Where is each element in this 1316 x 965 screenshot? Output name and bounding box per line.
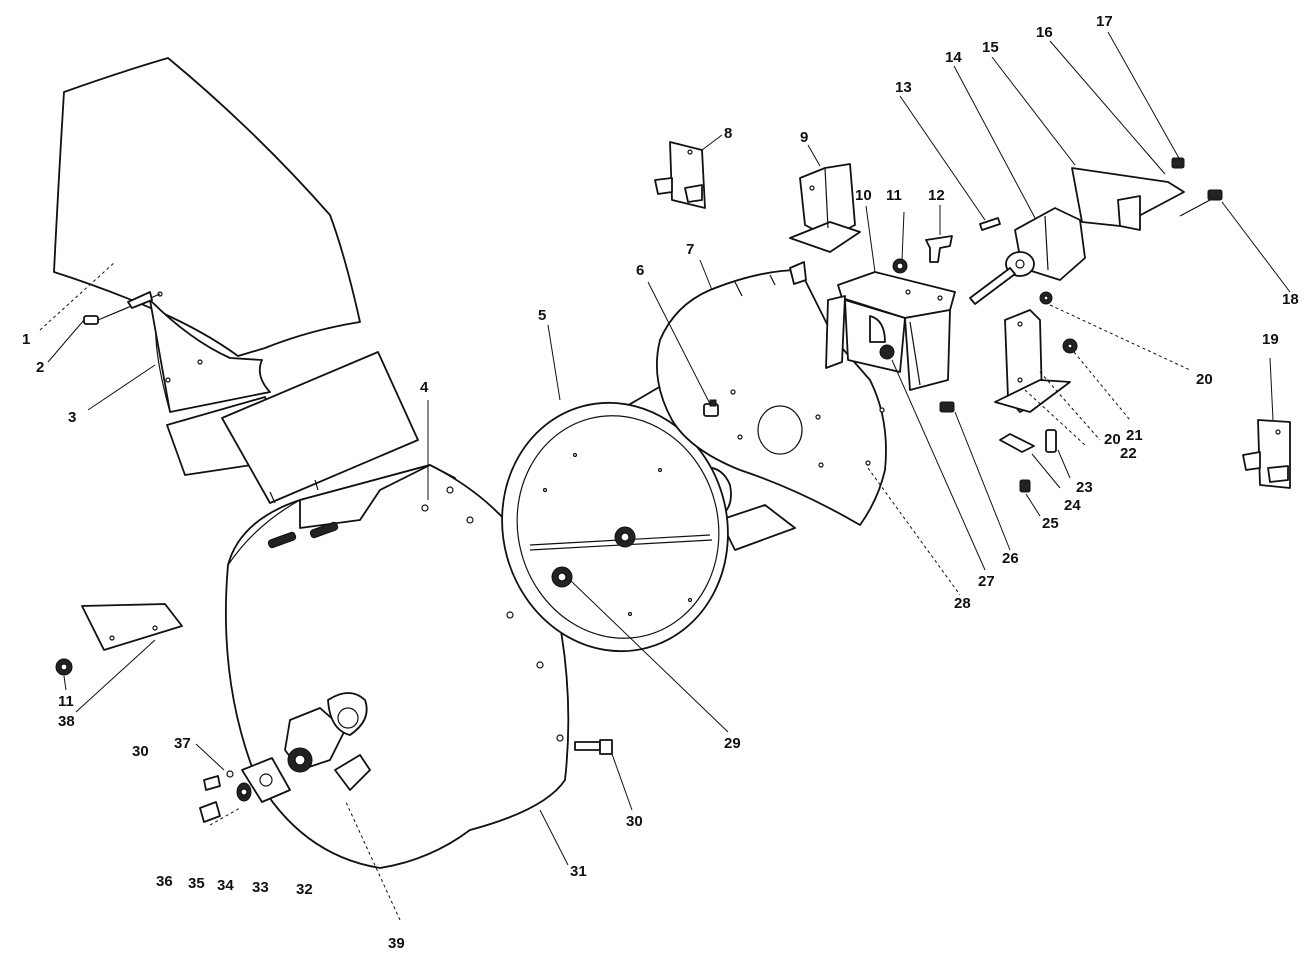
bracket-38 xyxy=(81,603,183,651)
callout-29: 29 xyxy=(724,735,741,752)
leader-lines xyxy=(39,31,1291,921)
nut-11-left xyxy=(55,658,73,676)
callout-17: 17 xyxy=(1096,13,1113,30)
callout-30-right: 30 xyxy=(626,813,643,830)
callout-27: 27 xyxy=(978,573,995,590)
callout-12: 12 xyxy=(928,187,945,204)
callout-24: 24 xyxy=(1064,497,1081,514)
callout-22: 22 xyxy=(1120,445,1137,462)
nut-21 xyxy=(1062,338,1078,354)
callout-37: 37 xyxy=(174,735,191,752)
callout-9: 9 xyxy=(800,129,808,146)
plate-24 xyxy=(999,433,1035,453)
callout-36: 36 xyxy=(156,873,173,890)
callout-labels: 1 2 3 4 5 6 7 8 9 10 11 11 12 13 14 15 1… xyxy=(22,13,1299,952)
pin-13 xyxy=(979,217,1001,231)
discharge-chute xyxy=(53,57,361,413)
callout-14: 14 xyxy=(945,49,962,66)
callout-23: 23 xyxy=(1076,479,1093,496)
screw-18 xyxy=(1179,189,1223,217)
callout-32: 32 xyxy=(296,881,313,898)
callout-19: 19 xyxy=(1262,331,1279,348)
callout-10: 10 xyxy=(855,187,872,204)
callout-1: 1 xyxy=(22,331,30,348)
bracket-22 xyxy=(994,309,1071,413)
callout-15: 15 xyxy=(982,39,999,56)
bracket-8 xyxy=(654,141,706,209)
knob-12 xyxy=(925,235,953,263)
bolt-30 xyxy=(574,739,613,755)
impeller-wheel xyxy=(501,371,796,653)
callout-39: 39 xyxy=(388,935,405,952)
bracket-9 xyxy=(789,163,861,253)
callout-25: 25 xyxy=(1042,515,1059,532)
callout-16: 16 xyxy=(1036,24,1053,41)
motor-bracket-15 xyxy=(1071,167,1185,231)
callout-21: 21 xyxy=(1126,427,1143,444)
nut-11-top xyxy=(892,258,908,274)
nut-20 xyxy=(1039,291,1053,305)
callout-34: 34 xyxy=(217,877,234,894)
callout-26: 26 xyxy=(1002,550,1019,567)
bracket-19 xyxy=(1242,419,1291,489)
callout-20-lower: 20 xyxy=(1104,431,1121,448)
screw-23 xyxy=(1045,429,1057,453)
impeller-housing xyxy=(224,464,570,869)
callout-7: 7 xyxy=(686,241,694,258)
callout-35: 35 xyxy=(188,875,205,892)
screw-25 xyxy=(1019,479,1031,493)
motor-14 xyxy=(969,207,1086,305)
callout-33: 33 xyxy=(252,879,269,896)
screw-26 xyxy=(939,401,955,413)
screw-17 xyxy=(1171,157,1185,169)
callout-3: 3 xyxy=(68,409,76,426)
callout-2: 2 xyxy=(36,359,44,376)
callout-20-right: 20 xyxy=(1196,371,1213,388)
callout-11-top: 11 xyxy=(886,187,902,204)
callout-8: 8 xyxy=(724,125,732,142)
callout-38: 38 xyxy=(58,713,75,730)
callout-28: 28 xyxy=(954,595,971,612)
callout-18: 18 xyxy=(1282,291,1299,308)
callout-13: 13 xyxy=(895,79,912,96)
callout-5: 5 xyxy=(538,307,546,324)
callout-11-left: 11 xyxy=(58,693,74,710)
callout-30-left: 30 xyxy=(132,743,149,760)
nut-27 xyxy=(879,344,895,360)
callout-31: 31 xyxy=(570,863,587,880)
callout-4: 4 xyxy=(420,379,429,396)
deflector-plates xyxy=(166,351,419,504)
chute-pin xyxy=(83,291,161,325)
callout-6: 6 xyxy=(636,262,644,279)
bearing-assembly xyxy=(199,757,291,823)
